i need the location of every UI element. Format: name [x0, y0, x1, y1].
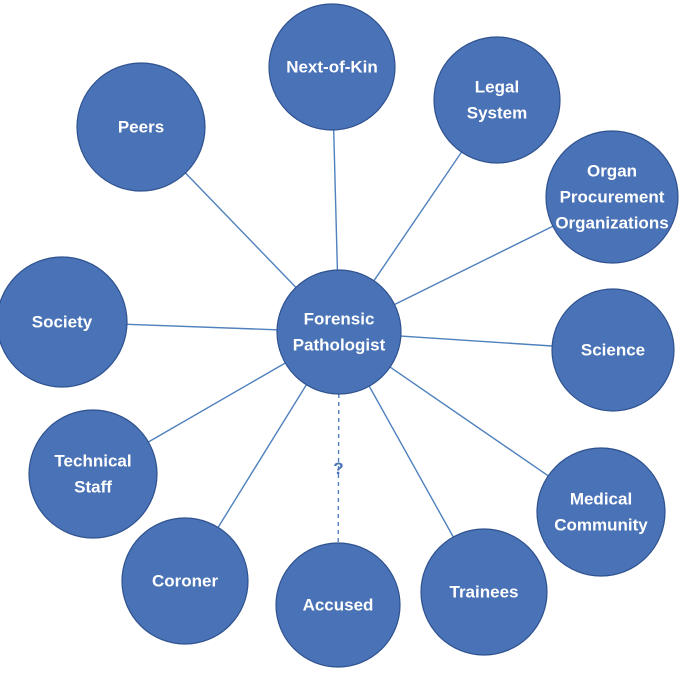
next-of-kin-node-circle [268, 3, 396, 131]
technical-staff-label-line-1: Technical [54, 452, 131, 471]
peers-label-line-1: Peers [118, 118, 164, 137]
coroner-label-line-1: Coroner [152, 572, 219, 591]
science-node-circle [551, 288, 675, 412]
forensic-pathologist-label-line-1: Forensic [304, 310, 375, 329]
forensic-pathologist-label-line-2: Pathologist [293, 336, 386, 355]
link-center-to-coroner [217, 384, 307, 528]
organ-procurement-organizations-label-line-3: Organizations [555, 214, 668, 233]
link-center-to-technical-staff [148, 362, 286, 443]
trainees-node-circle [420, 528, 548, 656]
link-center-to-society [126, 323, 278, 331]
society-node-circle [0, 256, 128, 388]
link-center-to-trainees [368, 385, 454, 538]
accused-label-line-1: Accused [303, 596, 374, 615]
science-label-line-1: Science [581, 341, 645, 360]
link-center-to-next-of-kin [333, 129, 339, 271]
link-center-to-legal-system [373, 151, 463, 282]
link-center-to-science [400, 335, 553, 347]
legal-system-label-line-1: Legal [475, 78, 519, 97]
organ-procurement-organizations-node-circle [545, 130, 679, 264]
diagram-nodes: Next-of-KinLegalSystemOrganProcurementOr… [0, 3, 679, 668]
next-of-kin-label-line-1: Next-of-Kin [286, 58, 378, 77]
medical-community-label-line-1: Medical [570, 490, 632, 509]
legal-system-label-line-2: System [467, 104, 527, 123]
forensic-pathologist-node-circle [276, 269, 402, 395]
link-center-to-medical-community [389, 366, 549, 477]
accused-node-circle [275, 542, 401, 668]
trainees-label-line-1: Trainees [450, 583, 519, 602]
organ-procurement-organizations-label-line-1: Organ [587, 162, 637, 181]
organ-procurement-organizations-label-line-2: Procurement [560, 188, 665, 207]
coroner-node-circle [121, 517, 249, 645]
medical-community-node-circle [536, 447, 666, 577]
link-center-to-organ-procurement-organizations [394, 225, 554, 306]
medical-community-label-line-2: Community [554, 516, 648, 535]
legal-system-node-circle [433, 36, 561, 164]
link-center-to-accused [337, 393, 340, 544]
peers-node-circle [76, 62, 206, 192]
diagram-links: ? [126, 129, 554, 544]
technical-staff-label-line-2: Staff [74, 478, 112, 497]
society-label-line-1: Society [32, 313, 93, 332]
technical-staff-node-circle [28, 409, 158, 539]
link-center-to-peers [184, 172, 297, 288]
link-label-accused: ? [333, 459, 343, 478]
